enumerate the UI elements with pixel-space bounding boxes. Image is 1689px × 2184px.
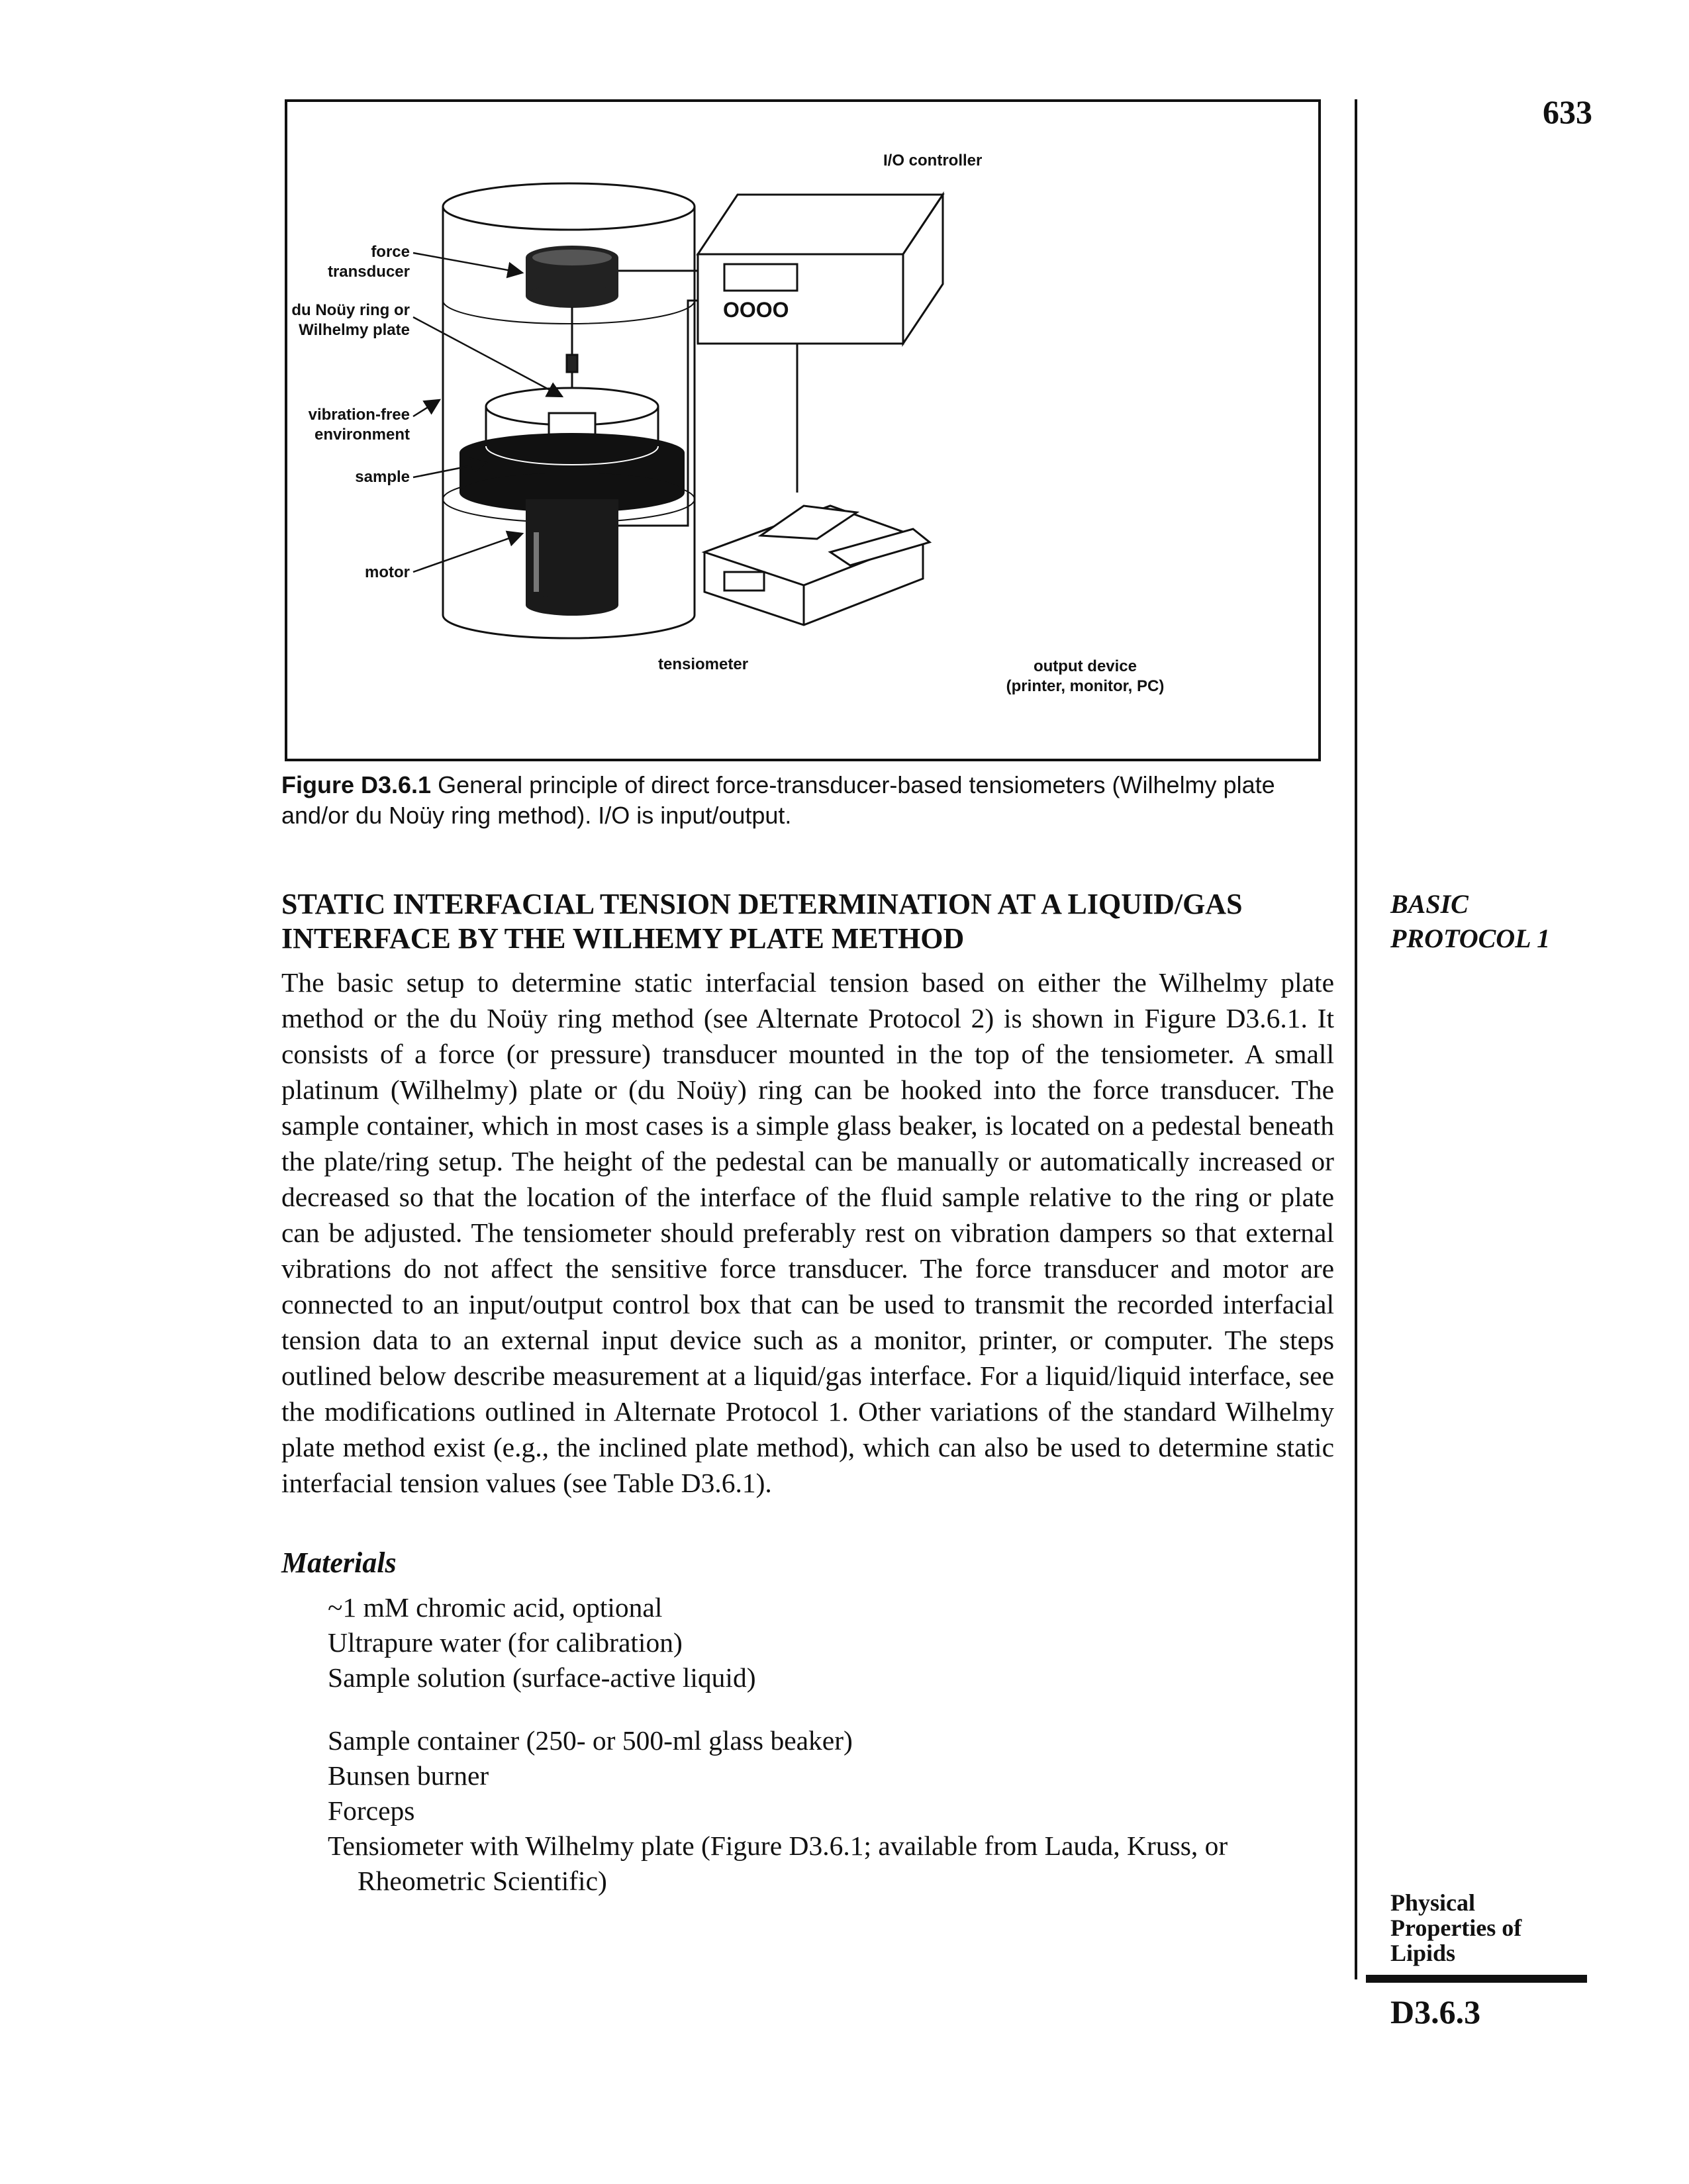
- printer-device: [701, 504, 932, 626]
- controller-box: [696, 191, 945, 347]
- side-label-line1: BASIC: [1390, 889, 1469, 919]
- margin-rule: [1355, 99, 1357, 1979]
- footer-topic-line3: Lipids: [1390, 1940, 1456, 1966]
- materials-list-equipment: Sample container (250- or 500-ml glass b…: [328, 1723, 1334, 1899]
- caption-label: Figure D3.6.1: [281, 771, 432, 798]
- list-item: Ultrapure water (for calibration): [328, 1627, 683, 1658]
- materials-list-reagents: ~1 mM chromic acid, optional Ultrapure w…: [328, 1590, 1334, 1695]
- protocol-side-label: BASIC PROTOCOL 1: [1390, 887, 1550, 956]
- label-io-controller: I/O controller: [883, 152, 983, 169]
- label-vibration-line1: vibration-free: [308, 406, 410, 424]
- footer-topic-line1: Physical: [1390, 1889, 1476, 1916]
- footer-topic: Physical Properties of Lipids: [1390, 1890, 1563, 1966]
- list-item: Bunsen burner: [328, 1760, 489, 1791]
- tensiometer-cylinder: [442, 182, 696, 640]
- list-item: Forceps: [328, 1795, 415, 1826]
- label-sample: sample: [355, 468, 410, 486]
- label-vibration-free: vibration-free environment: [291, 405, 410, 445]
- force-transducer-block: [526, 246, 618, 308]
- body-paragraph: The basic setup to determine static inte…: [281, 967, 1334, 1498]
- figure-caption: Figure D3.6.1 General principle of direc…: [281, 770, 1334, 831]
- label-force-transducer: force transducer: [327, 243, 410, 281]
- list-item: Sample container (250- or 500-ml glass b…: [328, 1725, 853, 1756]
- label-tensiometer: tensiometer: [658, 655, 749, 673]
- controller-display: OOOO: [723, 298, 789, 322]
- motor-block: [526, 499, 618, 616]
- page-number: 633: [1543, 93, 1592, 130]
- label-motor: motor: [365, 563, 410, 581]
- label-vibration-line2: environment: [314, 426, 410, 444]
- caption-text: General principle of direct force-transd…: [281, 771, 1275, 829]
- list-item: ~1 mM chromic acid, optional: [328, 1592, 663, 1623]
- footer-rule: [1366, 1975, 1587, 1983]
- list-item: Sample solution (surface-active liquid): [328, 1662, 756, 1693]
- label-ring-or-plate-line2: Wilhelmy plate: [299, 321, 410, 339]
- sample-beaker: [459, 387, 685, 512]
- footer-unit-code: D3.6.3: [1390, 1993, 1481, 2030]
- connection-wires: [618, 269, 798, 527]
- footer-topic-line2: Properties of: [1390, 1915, 1522, 1941]
- list-item: Tensiometer with Wilhelmy plate (Figure …: [328, 1830, 1228, 1896]
- side-label-line2: PROTOCOL 1: [1390, 924, 1551, 953]
- label-output-line1: output device: [1033, 657, 1137, 675]
- tensiometer-diagram: OOOO: [412, 182, 945, 640]
- pointer-arrows: [412, 252, 564, 573]
- label-output-device: output device (printer, monitor, PC): [976, 657, 1194, 696]
- label-ring-or-plate: du Noüy ring or Wilhelmy plate: [291, 301, 410, 340]
- section-heading: STATIC INTERFACIAL TENSION DETERMINATION…: [281, 888, 1243, 955]
- figure-d3-6-1: OOOO I/O controller force transducer du …: [285, 99, 1321, 761]
- materials-heading: Materials: [281, 1546, 397, 1579]
- label-ring-or-plate-line1: du Noüy ring or: [291, 301, 410, 319]
- label-output-line2: (printer, monitor, PC): [1006, 677, 1165, 695]
